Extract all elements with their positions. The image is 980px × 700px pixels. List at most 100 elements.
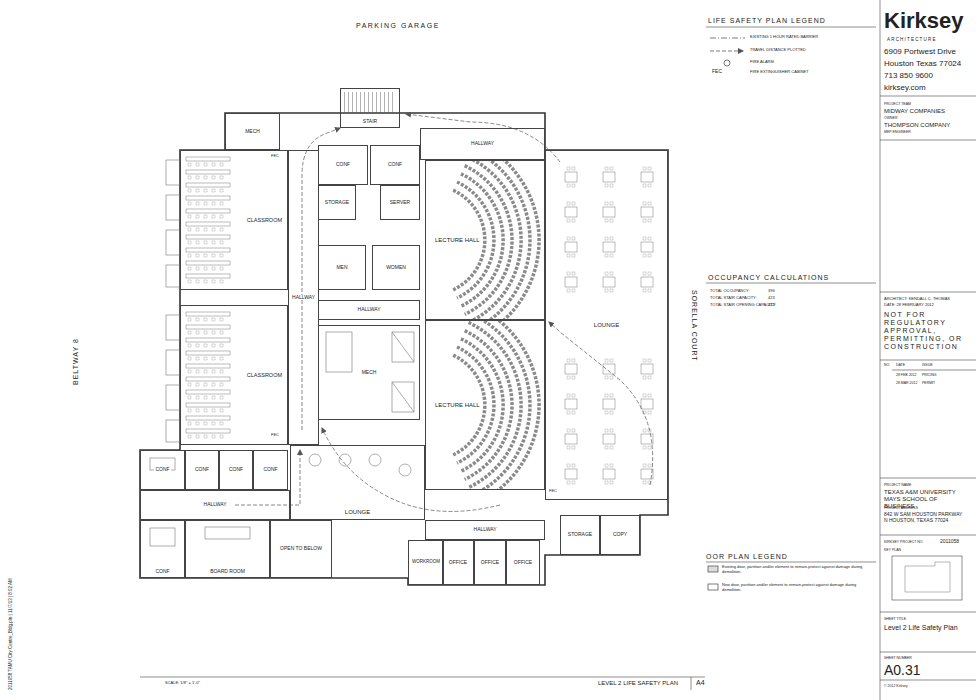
room-label: BOARD ROOM: [209, 569, 246, 575]
room-box: CONF: [253, 450, 288, 490]
plan-text: kirksey.com: [884, 83, 926, 92]
plan-text: TOTAL STAIR OPENING CAPACITY:: [710, 303, 776, 308]
room-box: CONF: [370, 145, 420, 185]
plan-text: NOT FOR REGULATORY APPROVAL, PERMITTING,…: [884, 311, 972, 351]
plan-text: SHEET NUMBER: [884, 656, 912, 660]
room-label: COPY: [612, 532, 628, 538]
legend-samples: [708, 38, 745, 590]
plan-text: MEP ENGINEER: [884, 130, 911, 134]
room-label: CONF: [154, 467, 170, 473]
room-label: SERVER: [389, 200, 411, 206]
room-box: CONF: [219, 450, 253, 490]
legend-text: FIRE ALARM: [750, 59, 774, 64]
plan-text: Kirksey: [884, 8, 964, 33]
plan-text: 2011058 TAMU City Centre_Bldg.pln | 11/7…: [8, 578, 13, 690]
room-label: CONF: [228, 467, 244, 473]
plan-text: © 2012 Kirksey: [884, 684, 908, 688]
room-label: OFFICE: [513, 560, 533, 566]
room-label: STAIR: [362, 119, 378, 125]
plan-text: PRICING: [922, 373, 937, 377]
elevator-shafts: [326, 332, 414, 412]
plan-text: FEC: [549, 489, 557, 494]
plan-text: ISSUE: [922, 363, 933, 367]
room-box: OFFICE: [474, 540, 506, 585]
legend-text: FIRE EXTINGUISHER CABINET: [750, 69, 809, 74]
room-label: WORKROOM: [411, 560, 441, 565]
plan-text: SORELLA COURT: [690, 290, 698, 362]
room-label: HALLWAY: [291, 295, 316, 301]
egress-path: [235, 114, 653, 511]
legend-entry: New door, partition and/or element to re…: [722, 583, 872, 592]
room-box: LECTURE HALL: [425, 160, 545, 320]
room-box: CONF: [185, 450, 219, 490]
room-label: LOUNGE: [593, 322, 620, 329]
room-box: OPEN TO BELOW: [270, 520, 332, 578]
plan-text: KIRKSEY PROJECT NO.: [884, 540, 924, 544]
legend-entry: TRAVEL DISTANCE PLOTTED: [750, 48, 806, 53]
plan-text: A0.31: [884, 662, 921, 678]
plan-text: SCALE: 1/8" = 1'-0": [165, 681, 200, 686]
legend-text: Existing door, partition and/or element …: [722, 564, 862, 574]
plan-text: OOR PLAN LEGEND: [706, 553, 788, 561]
plan-text: FEC: [271, 154, 279, 159]
plan-text: FEC: [712, 69, 722, 75]
room-box: LOUNGE: [290, 445, 425, 520]
plan-text: Houston Texas 77024: [884, 59, 961, 68]
room-label: LOUNGE: [344, 509, 371, 516]
plan-text: DATE: 28 FEBRUARY 2012: [884, 303, 934, 308]
room-label: LECTURE HALL: [434, 237, 481, 244]
room-box: COPY: [600, 515, 640, 555]
plan-text: DATE: [896, 363, 905, 367]
legend-entry: Existing door, partition and/or element …: [722, 565, 872, 574]
room-label: HALLWAY: [470, 141, 495, 147]
room-label: LECTURE HALL: [434, 402, 481, 409]
plan-text: 28 MAR 2012: [896, 381, 917, 385]
room-label: CONF: [387, 162, 403, 168]
room-box: HALLWAY: [140, 490, 290, 520]
room-label: CLASSROOM: [246, 217, 283, 223]
room-box: HALLWAY: [425, 520, 545, 540]
lounge-furniture: [150, 454, 411, 546]
title-block-lines: [140, 0, 976, 700]
plan-text: TOTAL OCCUPANCY:: [710, 289, 750, 294]
plan-text: 28 FEB 2012: [896, 373, 916, 377]
plan-text: A4: [696, 679, 705, 687]
plan-text: OCCUPANCY CALCULATIONS: [708, 274, 829, 282]
plan-text: 713 850 9600: [884, 71, 933, 80]
room-label: CONF: [262, 467, 278, 473]
window-bays: [166, 160, 180, 442]
plan-text: PROJECT NAME: [884, 483, 911, 487]
stair-treads: [344, 92, 396, 114]
room-box: BOARD ROOM: [185, 520, 270, 578]
room-box: HALLWAY: [288, 150, 319, 445]
plan-text: MIDWAY COMPANIES: [884, 108, 945, 115]
room-label: OPEN TO BELOW: [279, 546, 323, 552]
plan-text: PROJECT ADDRESS: [884, 506, 918, 510]
room-box: CLASSROOM: [180, 150, 288, 290]
room-box: HALLWAY: [318, 300, 420, 320]
room-box: CONF: [318, 145, 368, 185]
sheet-title: LEVEL 2 LIFE SAFETY PLAN: [598, 680, 678, 687]
room-label: CLASSROOM: [246, 372, 283, 378]
legend-entry: FIRE EXTINGUISHER CABINET: [750, 70, 809, 75]
room-box: STORAGE: [560, 515, 600, 555]
plan-text: FEC: [271, 433, 279, 438]
plan-text: PERMIT: [922, 381, 935, 385]
plan-text: PROJECT TEAM: [884, 102, 911, 106]
plan-text: 423: [768, 296, 775, 301]
lounge-tables: [552, 160, 666, 300]
room-label: MEN: [335, 265, 348, 271]
legend-entry: EXISTING 1 HOUR RATED BARRIER: [750, 35, 818, 40]
room-label: CONF: [194, 467, 210, 473]
plan-text: OWNER: [884, 116, 897, 120]
room-label: OFFICE: [480, 560, 500, 566]
room-label: MECH: [361, 370, 378, 376]
room-box: CLASSROOM: [180, 305, 288, 445]
plan-text: 422: [768, 303, 775, 308]
room-box: STORAGE: [318, 185, 356, 220]
room-box: LECTURE HALL: [425, 320, 545, 490]
room-box: WOMEN: [372, 245, 420, 290]
classroom-desks: [185, 311, 233, 441]
building-outline: [140, 113, 668, 585]
plan-text: BELTWAY 8: [72, 338, 80, 385]
